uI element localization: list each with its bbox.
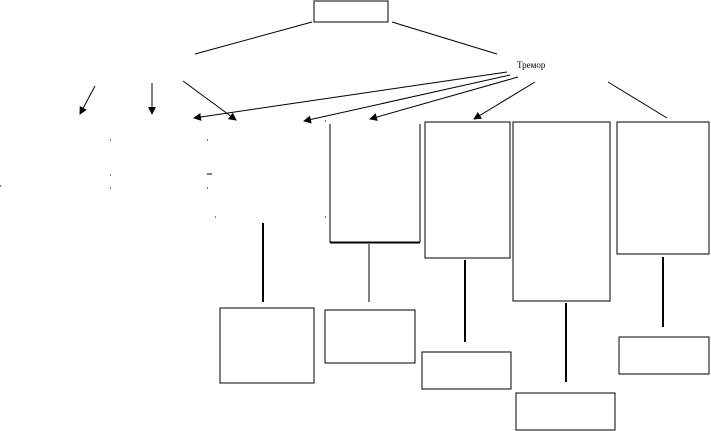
column4-upper-box bbox=[512, 121, 611, 302]
column4-bottom-box bbox=[515, 392, 616, 431]
root-box bbox=[313, 0, 389, 23]
tremor-label: Тремор bbox=[517, 60, 546, 70]
tremor-right-line bbox=[607, 81, 668, 119]
left-arrow-1 bbox=[79, 85, 96, 115]
tremor-arrow-2 bbox=[303, 74, 511, 124]
root-left-branch-line bbox=[194, 21, 313, 55]
column3-bottom-box bbox=[421, 351, 512, 390]
column5-bottom-box bbox=[618, 336, 710, 375]
root-right-branch-line bbox=[391, 21, 498, 55]
left-arrow-3 bbox=[182, 80, 237, 121]
column3-upper-box bbox=[424, 121, 511, 259]
column1-bottom-box bbox=[219, 307, 315, 384]
column2-bottom-box bbox=[324, 309, 416, 364]
tremor-arrow-1 bbox=[193, 71, 508, 121]
tremor-arrow-3 bbox=[369, 76, 519, 121]
tremor-arrow-4 bbox=[473, 81, 536, 120]
column5-upper-box bbox=[616, 121, 710, 255]
column2-upper-box bbox=[329, 124, 421, 243]
